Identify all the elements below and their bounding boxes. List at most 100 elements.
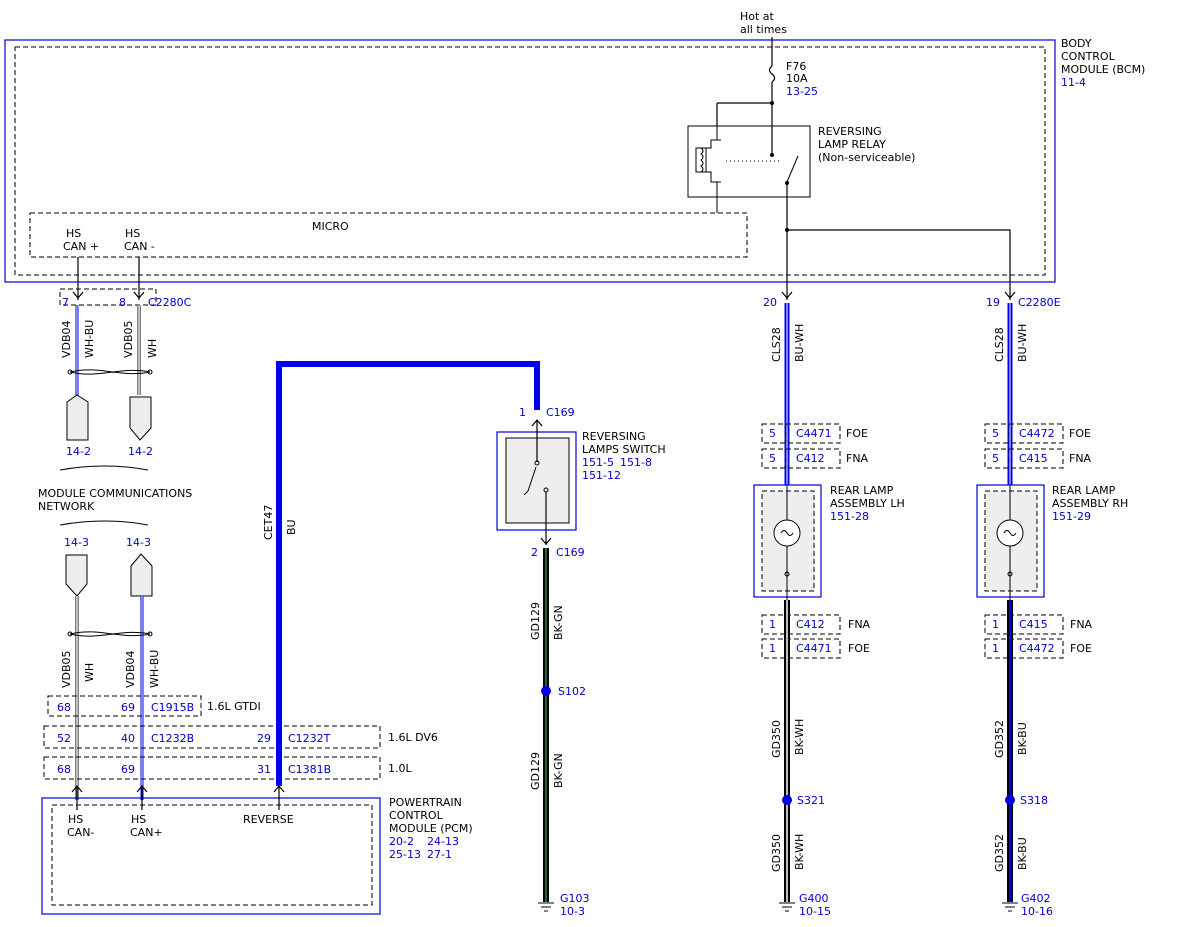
rh-c3-tag: FNA [1070,618,1093,631]
switch-ref-2[interactable]: 151-12 [582,469,621,482]
ground-g402-label[interactable]: G402 [1021,892,1051,905]
power-feed: Hot at all times F76 10A 13-25 [716,10,818,155]
upper-vdb05-color: WH [146,339,159,358]
pcm-ref-2a[interactable]: 25-13 [389,848,421,861]
splice-s102-label[interactable]: S102 [558,685,586,698]
splice-s318-label[interactable]: S318 [1020,794,1048,807]
switch-ref-1b[interactable]: 151-8 [620,456,652,469]
upper-can-plus-flag-icon [66,394,89,441]
c1232b-pin-a: 52 [57,732,71,745]
ground-g400-ref[interactable]: 10-15 [799,905,831,918]
rh-gd-color-b: BK-BU [1016,837,1029,870]
rh-c1-label[interactable]: C4472 [1019,427,1055,440]
lh-c4471-top-box [761,423,841,444]
lh-c3-pin: 1 [769,618,776,631]
lh-c4-tag: FOE [848,642,870,655]
ground-g103-ref[interactable]: 10-3 [560,905,585,918]
connector-c2280c-label[interactable]: C2280C [148,296,192,309]
reversing-lamps-switch [496,420,577,545]
ground-g400-label[interactable]: G400 [799,892,829,905]
pcm-ref-1a[interactable]: 20-2 [389,835,414,848]
relay-label-3: (Non-serviceable) [818,151,915,164]
rh-gd-circuit-a: GD352 [993,720,1006,758]
micro-box [29,212,748,258]
switch-connector-top[interactable]: C169 [546,406,575,419]
rh-c3-label[interactable]: C415 [1019,618,1048,631]
rh-c4-label[interactable]: C4472 [1019,642,1055,655]
bcm-pin-19: 19 [986,296,1000,309]
relay-label-2: LAMP RELAY [818,138,886,151]
lower-vdb04-color: WH-BU [148,650,161,688]
bcm-label-3: MODULE (BCM) [1061,63,1145,76]
body-control-module: BODY CONTROL MODULE (BCM) 11-4 MICRO HS … [4,37,1145,300]
pcm-ref-1b[interactable]: 24-13 [427,835,459,848]
relay-box [687,125,811,198]
bcm-outline [4,39,1056,283]
cet47-circuit-label: CET47 [262,505,275,540]
bcm-body [14,46,1046,276]
cet47-wire [276,361,540,786]
c1381b-pin-a: 68 [57,763,71,776]
lh-c4-label[interactable]: C4471 [796,642,832,655]
lh-c2-label[interactable]: C412 [796,452,825,465]
upper-ref-a[interactable]: 14-2 [66,445,91,458]
ground-g103-label[interactable]: G103 [560,892,590,905]
splice-s321-label[interactable]: S321 [797,794,825,807]
relay-label-1: REVERSING [818,125,882,138]
c1915b-label[interactable]: C1915B [151,701,194,714]
lh-rear-lamp-assembly [753,484,822,600]
pcm-connector-rows [43,695,381,780]
lh-c3-label[interactable]: C412 [796,618,825,631]
gd129-circuit-a: GD129 [529,602,542,640]
rh-lamp-label-1: REAR LAMP [1052,484,1116,497]
switch-connector-bottom[interactable]: C169 [556,546,585,559]
rh-lamp-label-2: ASSEMBLY RH [1052,497,1128,510]
c1381b-engine: 1.0L [388,762,412,775]
lower-ref-a[interactable]: 14-3 [64,536,89,549]
bcm-can-plus-label-2: CAN + [63,240,99,253]
connector-c2280e-label[interactable]: C2280E [1018,296,1061,309]
splice-s318-icon [1005,795,1015,805]
rh-c4472-bottom-box [984,638,1064,659]
rh-circuit-label: CLS28 [993,327,1006,362]
upper-vdb04-color: WH-BU [83,320,96,358]
c1232t-label[interactable]: C1232T [288,732,331,745]
hot-label-2: all times [740,23,787,36]
rh-c2-label[interactable]: C415 [1019,452,1048,465]
pcm-reverse-label: REVERSE [243,813,294,826]
bcm-ref-link[interactable]: 11-4 [1061,76,1086,89]
lh-lamp-ref[interactable]: 151-28 [830,510,869,523]
c1915b-pin-b: 69 [121,701,135,714]
splice-s102-icon [541,686,551,696]
splice-s321-icon [782,795,792,805]
c1232b-label[interactable]: C1232B [151,732,194,745]
gd129-color-b: BK-GN [552,753,565,788]
gd129-circuit-b: GD129 [529,752,542,790]
rh-c3-pin: 1 [992,618,999,631]
micro-label: MICRO [312,220,349,233]
lh-c3-tag: FNA [848,618,871,631]
c1915b-pin-a: 68 [57,701,71,714]
lh-gd-color-b: BK-WH [793,834,806,870]
c1381b-pin-b: 69 [121,763,135,776]
pcm-can-minus-label-2: CAN- [67,826,94,839]
upper-vdb04-label: VDB04 [60,320,73,358]
ground-g402-ref[interactable]: 10-16 [1021,905,1053,918]
connector-c2280c-outline [59,288,157,306]
switch-label-2: LAMPS SWITCH [582,443,666,456]
lower-ref-b[interactable]: 14-3 [126,536,151,549]
upper-can-minus-flag-icon [129,396,152,441]
relay-contact-icon [770,153,799,300]
fuse-ref-link[interactable]: 13-25 [786,85,818,98]
switch-ref-1a[interactable]: 151-5 [582,456,614,469]
rh-c1-pin: 5 [992,427,999,440]
rh-lamp-ref[interactable]: 151-29 [1052,510,1091,523]
rh-gd-circuit-b: GD352 [993,834,1006,872]
upper-ref-b[interactable]: 14-2 [128,445,153,458]
pcm-ref-2b[interactable]: 27-1 [427,848,452,861]
c1381b-label[interactable]: C1381B [288,763,331,776]
ground-g400-icon [779,902,795,912]
lh-c1-tag: FOE [846,427,868,440]
bcm-can-plus-label-1: HS [66,227,81,240]
lh-c1-label[interactable]: C4471 [796,427,832,440]
